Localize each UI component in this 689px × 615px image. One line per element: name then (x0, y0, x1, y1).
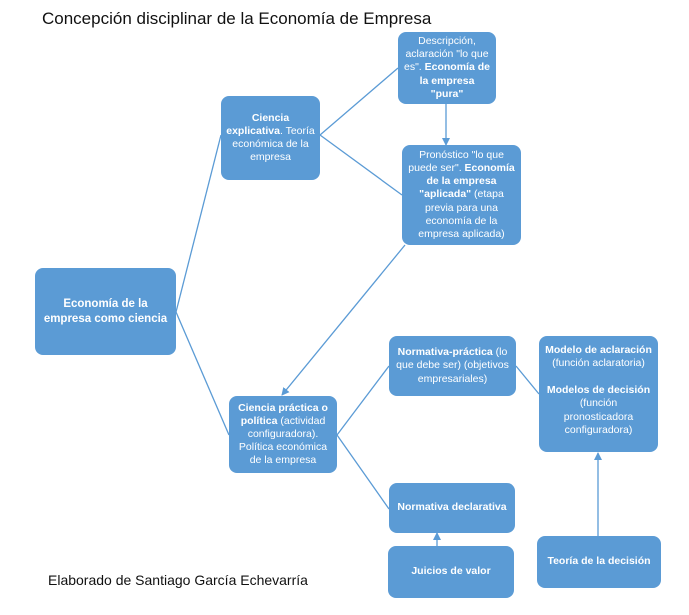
node-pronostico-text: Pronóstico "lo que puede ser". (408, 149, 504, 175)
node-ciencia-practica: Ciencia práctica o política (actividad c… (229, 396, 337, 473)
link-normativa-practica-modelos (515, 365, 540, 395)
link-explicativa-descripcion (319, 67, 399, 136)
node-modelos-decision-bold: Modelos de decisión (546, 384, 651, 397)
node-normativa-declarativa: Normativa declarativa (389, 483, 515, 533)
node-modelos: Modelo de aclaración (función aclaratori… (539, 336, 658, 452)
node-descripcion-text: Descripción, aclaración "lo que es". (403, 35, 489, 74)
node-practica-text: (actividad configuradora). Política econ… (238, 414, 328, 467)
source-credit: Elaborado de Santiago García Echevarría (48, 572, 308, 588)
node-normativa-practica-bold: Normativa-práctica (397, 346, 493, 359)
node-juicios-valor: Juicios de valor (388, 546, 514, 598)
node-juicios-bold: Juicios de valor (411, 565, 491, 578)
node-pronostico-bold: Economía de la empresa "aplicada" (419, 162, 515, 201)
node-explicativa-text: . Teoría económica de la empresa (232, 124, 315, 164)
link-root-practica (175, 311, 230, 436)
node-normativa-practica: Normativa-práctica (lo que debe ser) (ob… (389, 336, 516, 396)
diagram-title: Concepción disciplinar de la Economía de… (42, 9, 432, 28)
node-pronostico-text2: (etapa previa para una economía de la em… (418, 188, 505, 240)
node-economia-empresa-ciencia: Economía de la empresa como ciencia (35, 268, 176, 355)
link-explicativa-pronostico (319, 134, 403, 196)
node-descripcion-bold: Economía de la empresa "pura" (419, 61, 490, 100)
node-ciencia-explicativa: Ciencia explicativa. Teoría económica de… (221, 96, 320, 180)
node-normativa-practica-text: (lo que debe ser) (objetivos empresarial… (396, 346, 509, 385)
link-practica-normativa-declarativa (336, 434, 390, 510)
node-modelo-aclaracion-text: (función aclaratoria) (552, 357, 645, 370)
node-teoria-decision-bold: Teoría de la decisión (547, 555, 651, 568)
arrow-pronostico-practica (281, 244, 406, 396)
node-normativa-declarativa-bold: Normativa declarativa (397, 501, 507, 514)
node-modelo-aclaracion-bold: Modelo de aclaración (545, 344, 652, 356)
node-practica-bold: Ciencia práctica o política (238, 401, 328, 427)
link-practica-normativa-practica (336, 365, 390, 436)
link-root-explicativa (175, 134, 222, 313)
node-explicativa-bold: Ciencia explicativa (226, 111, 290, 137)
node-teoria-decision: Teoría de la decisión (537, 536, 661, 588)
node-pronostico: Pronóstico "lo que puede ser". Economía … (402, 145, 521, 245)
node-modelos-decision-text: (función pronosticadora configuradora) (563, 397, 634, 436)
node-root-bold: Economía de la empresa como ciencia (43, 298, 168, 325)
node-descripcion: Descripción, aclaración "lo que es". Eco… (398, 32, 496, 104)
